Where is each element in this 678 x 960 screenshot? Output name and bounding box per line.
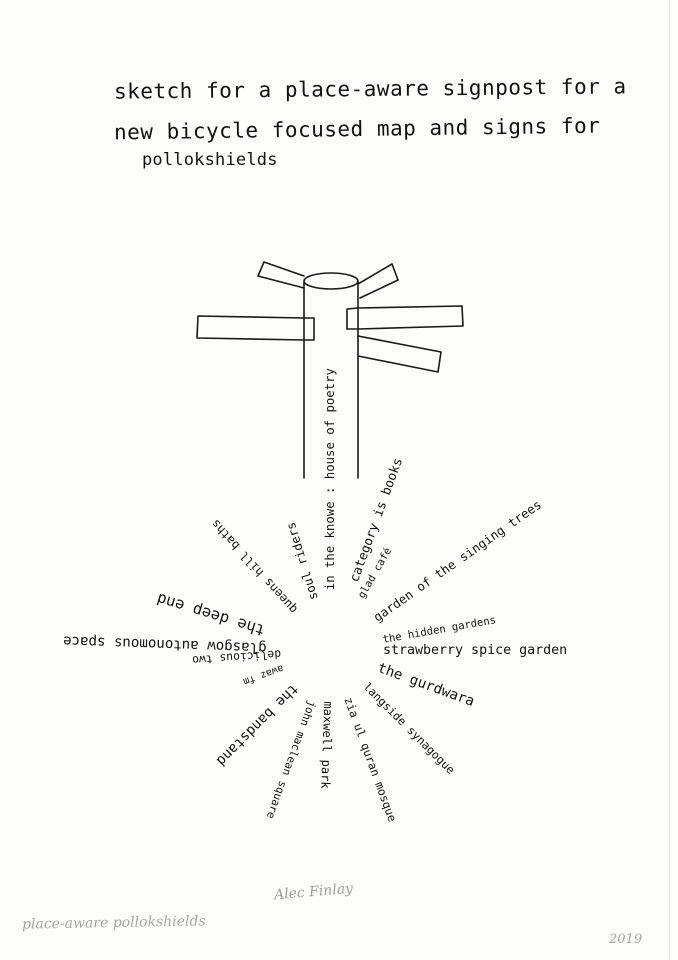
title-line-3: pollokshields xyxy=(142,150,278,170)
paper-edge xyxy=(669,0,670,960)
ray-label: maxwell park xyxy=(318,701,336,789)
sign-arm-lower-right xyxy=(357,335,442,373)
ray-label: in the knowe : house of poetry xyxy=(322,368,337,591)
sign-arm-left xyxy=(196,315,305,341)
ray-label: strawberry spice garden xyxy=(383,642,568,658)
sign-arm-upper-right xyxy=(357,263,399,299)
pencil-caption: place-aware pollokshields xyxy=(21,913,206,933)
sign-arm-upper-left xyxy=(257,261,305,289)
sign-arm-right xyxy=(357,305,464,330)
signpost-pole-top xyxy=(303,272,359,290)
year-note: 2019 xyxy=(609,932,643,947)
